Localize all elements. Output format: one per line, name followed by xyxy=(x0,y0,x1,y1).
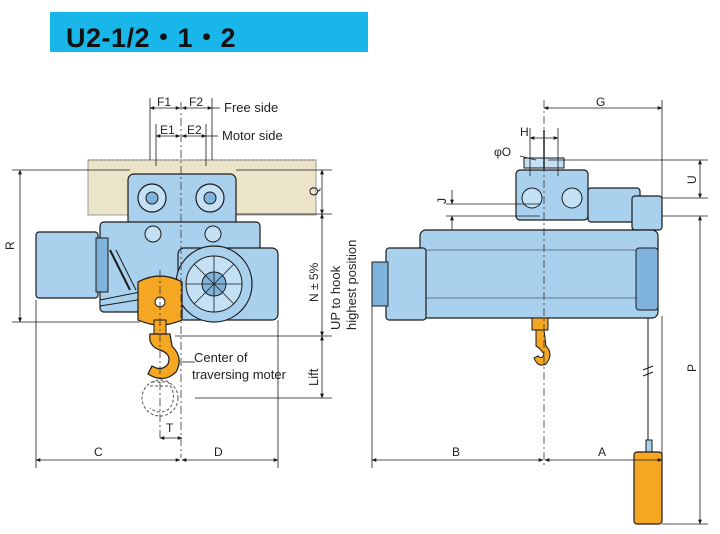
label-e1: E1 xyxy=(160,123,175,137)
side-view: G H φO J U P xyxy=(371,95,708,525)
label-r: R xyxy=(3,241,17,250)
label-center-line1: Center of xyxy=(194,350,248,365)
label-p: P xyxy=(685,364,699,372)
hook-icon xyxy=(147,333,180,380)
title-bar: U2-1/2・1・2 xyxy=(50,12,368,53)
label-f1: F1 xyxy=(157,95,171,109)
label-motor-side: Motor side xyxy=(222,128,283,143)
label-j: J xyxy=(435,198,449,204)
label-center-line2: traversing moter xyxy=(192,367,287,382)
label-o: φO xyxy=(494,145,511,159)
label-e2: E2 xyxy=(187,123,202,137)
label-g: G xyxy=(596,95,605,109)
side-hook-icon xyxy=(531,317,551,366)
label-d: D xyxy=(214,445,223,459)
label-lift: Lift xyxy=(306,368,321,386)
label-c: C xyxy=(94,445,103,459)
label-n: N ± 5% xyxy=(307,262,321,302)
label-f2: F2 xyxy=(189,95,203,109)
label-b: B xyxy=(452,445,460,459)
hoist-motor-left xyxy=(35,231,99,299)
page-title: U2-1/2・1・2 xyxy=(66,23,237,53)
label-q: Q xyxy=(307,187,321,196)
label-up-line1: UP to hook xyxy=(328,265,343,330)
label-h: H xyxy=(520,125,529,139)
label-up-line2: highest position xyxy=(344,240,359,330)
label-free-side: Free side xyxy=(224,100,278,115)
side-hoist-motor xyxy=(385,247,427,321)
pendant-switch xyxy=(633,451,663,525)
front-view: F1 F2 Free side E1 E2 Motor side R Q N ±… xyxy=(3,95,359,468)
side-hoist-body xyxy=(419,229,659,319)
label-a: A xyxy=(598,445,606,459)
label-u: U xyxy=(685,175,699,184)
label-t: T xyxy=(166,421,174,435)
